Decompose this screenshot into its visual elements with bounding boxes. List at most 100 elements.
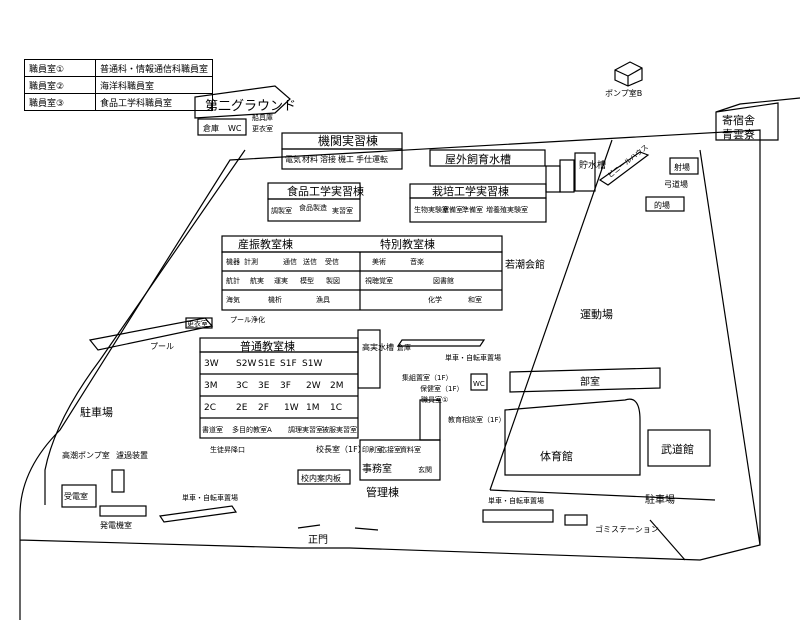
room-label: 機析 [268, 295, 282, 304]
room-label: 資料室 [400, 445, 421, 454]
room-label: 漁具 [316, 295, 330, 304]
pool-label: プール [150, 342, 174, 351]
room-label: 材料 [302, 154, 318, 164]
futsu-title: 普通教室棟 [240, 339, 295, 353]
room-label: 2E [236, 403, 248, 413]
room-label: 被服実習室 [322, 425, 357, 434]
kikan-rooms [281, 148, 403, 170]
storage-tank-label: 貯水槽 [579, 159, 606, 171]
pump-room-b [614, 61, 643, 87]
chusha2-label: 駐車場 [645, 493, 675, 506]
room-label: 美術 [372, 257, 386, 266]
room-label: 海気 [226, 295, 240, 304]
wc-label: WC [228, 124, 242, 133]
room-label: 印刷室 [362, 445, 383, 454]
souko-label: 倉庫 [397, 343, 411, 352]
pump-b-label: ポンプ室B [605, 88, 642, 98]
kikan-title: 機関実習棟 [318, 133, 378, 148]
hatsuden-label: 発電機室 [100, 520, 132, 530]
hoken-label: 保健室（1F） [420, 384, 463, 393]
room-label: 応接室 [380, 445, 401, 454]
room-label: S2W [236, 359, 256, 369]
generator-room [99, 505, 147, 517]
outdoor-tank [429, 149, 546, 167]
kouiko2-label: 更衣室 [252, 124, 273, 133]
shokuhin-title: 食品工学実習棟 [287, 184, 364, 198]
room-label: 通信 [283, 257, 297, 266]
room-label: 電気 [285, 154, 301, 164]
jimushitsu-label: 事務室 [362, 462, 392, 475]
bike-parking-3 [482, 509, 554, 523]
room-label: 2C [204, 403, 216, 413]
inner-road [44, 149, 246, 505]
shugo-label: 集組置室（1F） [402, 373, 452, 382]
room-label: 運実 [274, 276, 288, 285]
info-board [297, 469, 351, 485]
room-label: 音楽 [410, 257, 424, 266]
taiiku-label: 体育館 [540, 449, 573, 463]
budo-hall [647, 429, 711, 467]
matoba-label: 的場 [654, 200, 670, 210]
room-label: S1W [302, 359, 322, 369]
bike-parking-1 [396, 339, 486, 347]
yumidojo-label: 弓道場 [664, 179, 688, 189]
kyoiku-label: 教育相談室（1F） [448, 415, 505, 424]
campus-boundary [19, 129, 761, 620]
room-label: 溶接 [320, 154, 336, 164]
food-building-rooms [267, 198, 361, 222]
room-label: 1W [284, 403, 299, 413]
dorm-name-label: 青雲寮 [722, 127, 755, 141]
room-label: S1F [280, 359, 297, 369]
room-label: 航実 [250, 276, 264, 285]
shokuin1-label: 職員室① [421, 395, 448, 404]
gate-line [297, 524, 321, 529]
room-label: 3W [204, 359, 219, 369]
pump-room [559, 159, 575, 193]
second-ground [194, 85, 291, 119]
room-label: 化学 [428, 295, 442, 304]
bike-parking-2 [158, 505, 238, 523]
road-line [489, 489, 716, 501]
bike2-label: 単車・自転車置場 [182, 493, 238, 502]
sanshin-title: 産振教室棟 [238, 237, 293, 251]
room-label: 製図 [326, 276, 340, 285]
ground2-label: 第二グラウンド [205, 99, 296, 114]
wc-building [470, 373, 488, 391]
room-label: 機工 [338, 154, 354, 164]
room-label: S1E [258, 359, 275, 369]
wc-label: WC [473, 380, 485, 388]
seimon-label: 正門 [308, 534, 328, 546]
sanshin-rooms [221, 251, 503, 311]
funaya-label: 船具庫 [252, 113, 273, 122]
room-label: 食品製造 [299, 203, 327, 212]
power-room [61, 484, 97, 508]
room-label: 3E [258, 381, 270, 391]
room-label: 調理実習室 [288, 425, 323, 434]
bike3-label: 単車・自転車置場 [488, 496, 544, 505]
bukai-label: 部室 [580, 375, 600, 388]
judensitsu-label: 受電室 [64, 491, 88, 501]
kaishu-label: 高潮ポンプ室 [62, 450, 110, 460]
boat-storage-label: 倉庫 [203, 123, 219, 133]
room-label: 計測 [244, 257, 258, 266]
storage-tank [574, 152, 596, 192]
room-label: 手仕 [356, 154, 372, 164]
room-label: 生物実験室 [414, 205, 449, 214]
room-label: 玄関 [418, 465, 432, 474]
room-label: 図書館 [433, 276, 454, 285]
room-label: 多目的教室A [232, 425, 272, 434]
kounai-label: 校内案内板 [301, 473, 341, 483]
saibai-title: 栽培工学実習棟 [432, 184, 509, 198]
gomi-label: ゴミステーション [595, 524, 659, 534]
high-tank [357, 329, 381, 389]
gymnasium [504, 398, 641, 476]
dormitory [715, 97, 800, 141]
budo-label: 武道館 [661, 442, 694, 456]
okugai-label: 屋外飼育水槽 [445, 152, 511, 166]
kouikoshitsu-label: 更衣室 [187, 319, 208, 328]
cultivation-building-rooms [409, 197, 547, 223]
seitoiri-label: 生徒昇降口 [210, 445, 245, 454]
kanri-building [359, 439, 441, 481]
